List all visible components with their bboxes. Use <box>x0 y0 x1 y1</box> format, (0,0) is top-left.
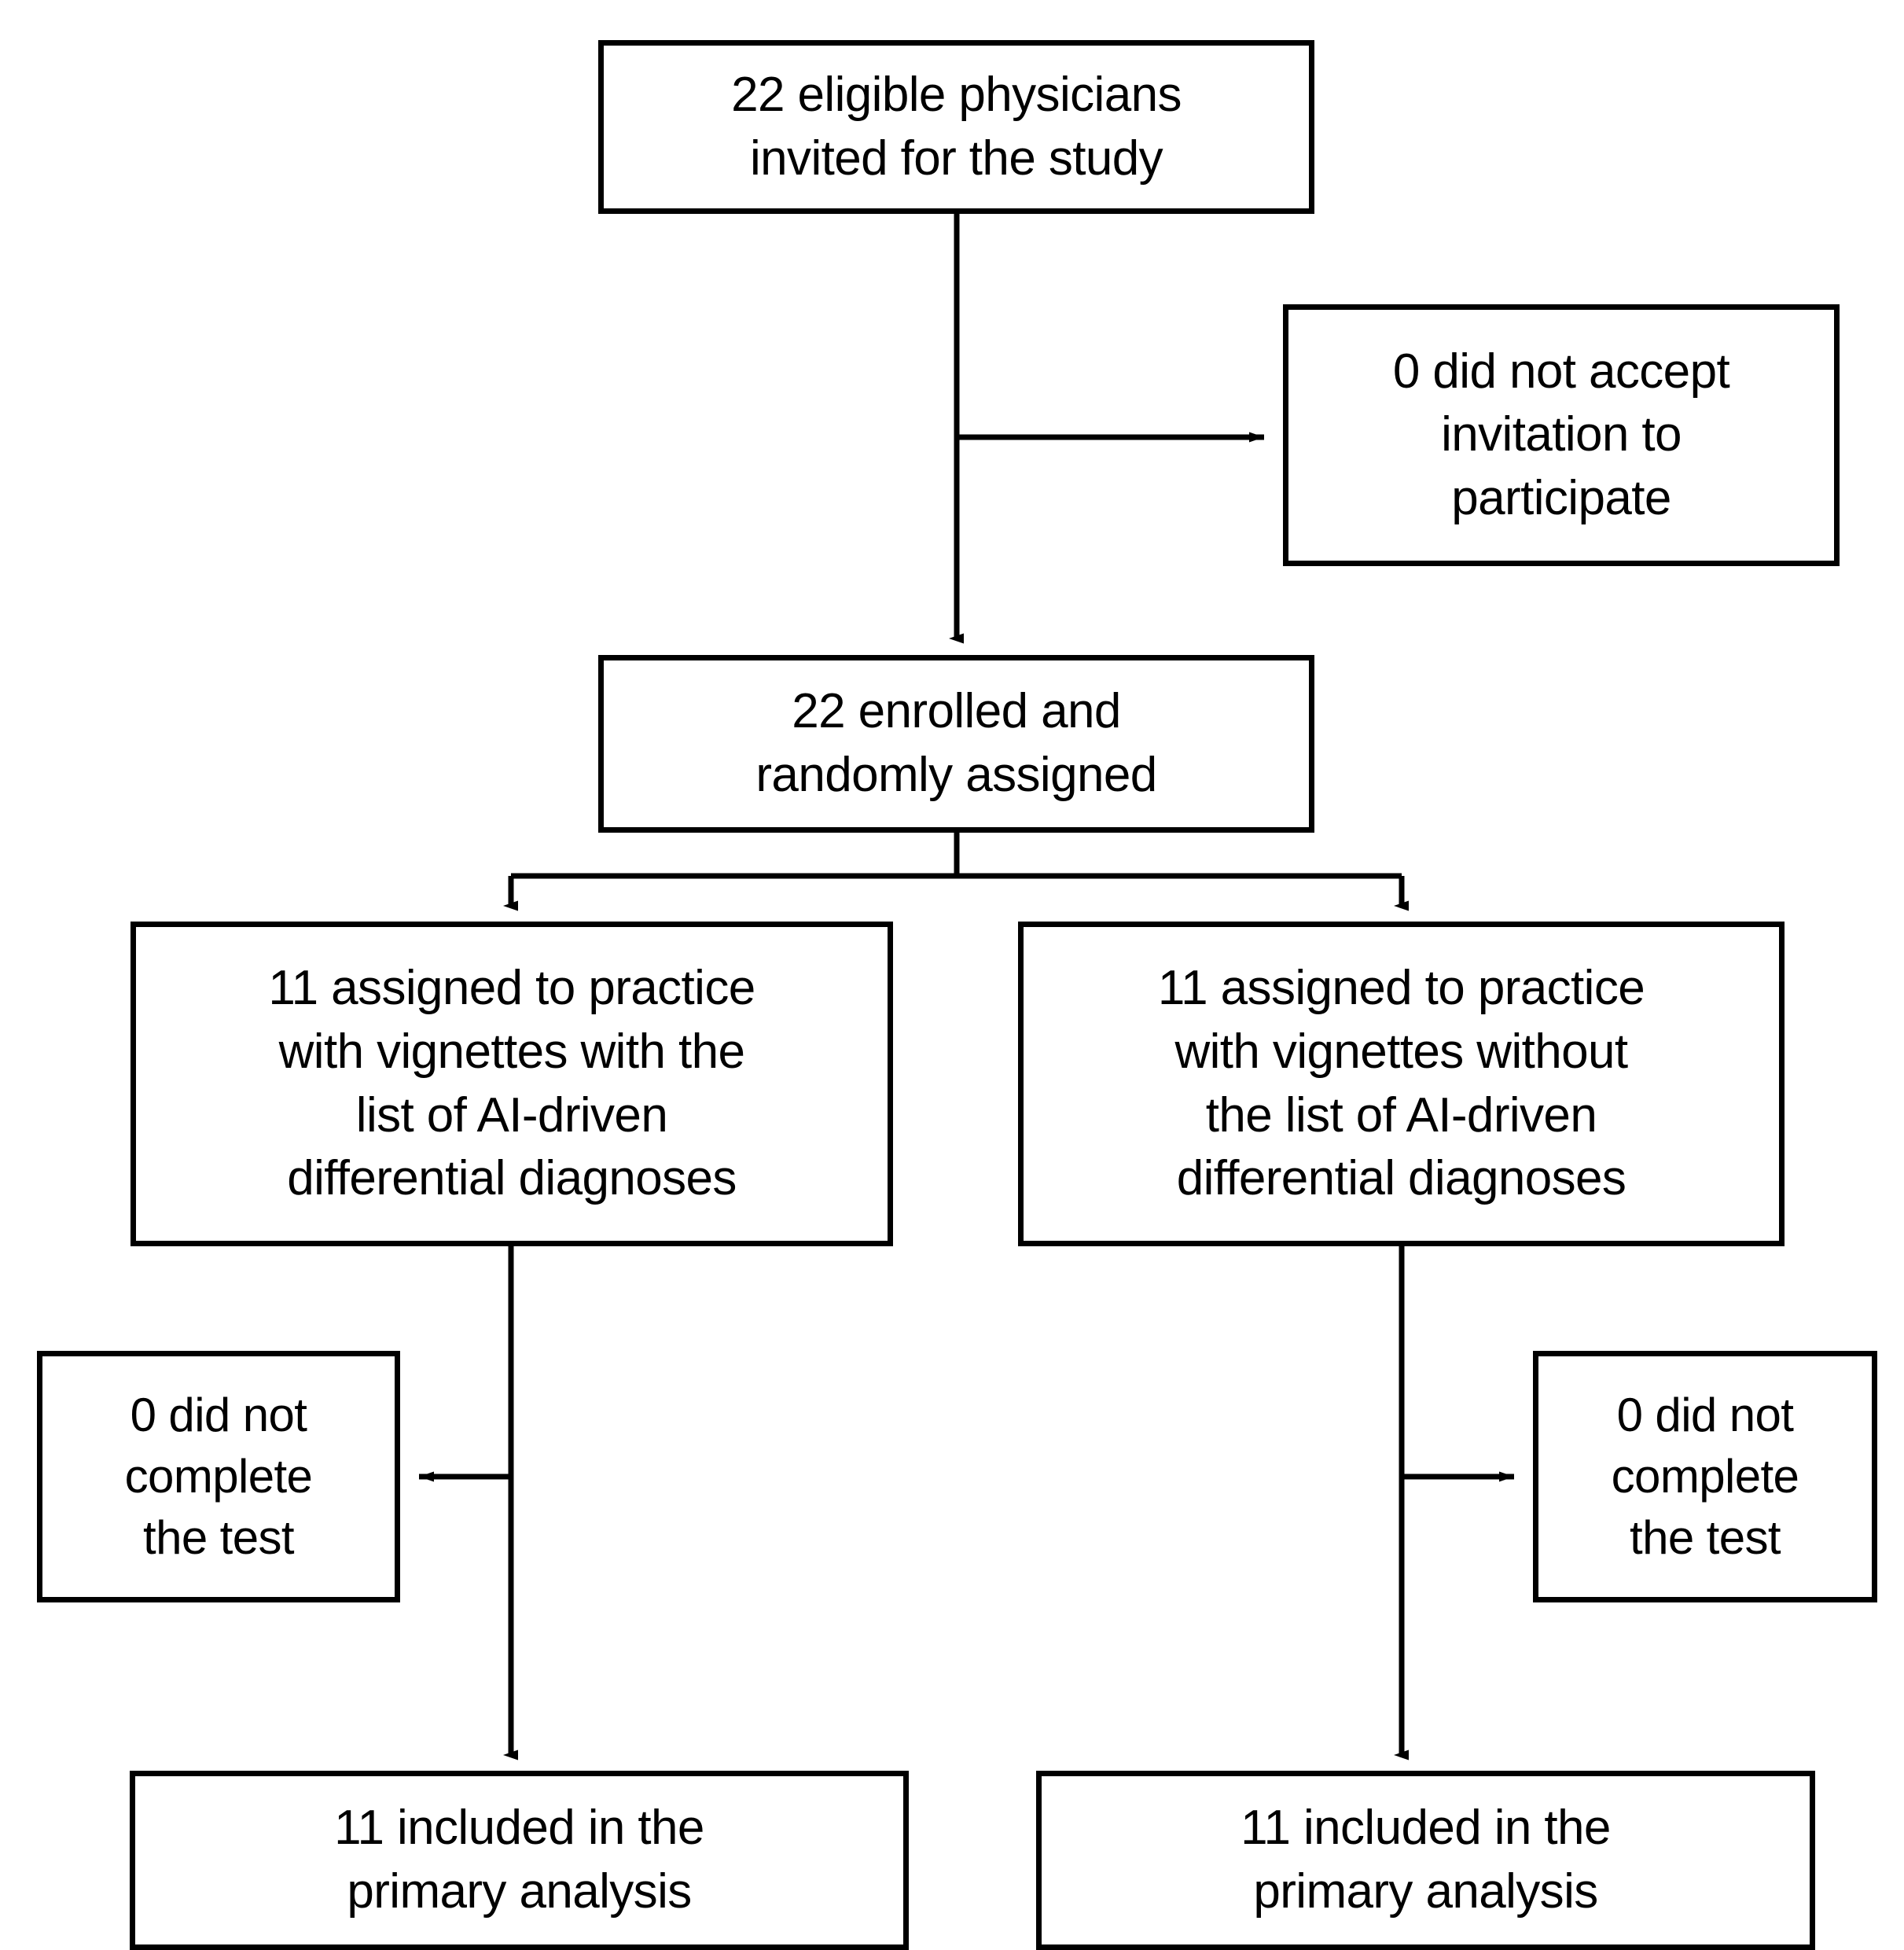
node-enrolled-randomized-label: 22 enrolled and randomly assigned <box>755 684 1157 802</box>
node-allocation-without-ai-list-label: 11 assigned to practice with vignettes w… <box>1157 961 1645 1206</box>
node-did-not-accept-invitation: 0 did not accept invitation to participa… <box>1283 304 1840 566</box>
node-included-primary-analysis-left: 11 included in the primary analysis <box>130 1771 909 1950</box>
node-allocation-with-ai-list: 11 assigned to practice with vignettes w… <box>130 922 893 1246</box>
node-included-primary-analysis-right: 11 included in the primary analysis <box>1036 1771 1815 1950</box>
node-allocation-without-ai-list: 11 assigned to practice with vignettes w… <box>1018 922 1785 1246</box>
node-allocation-with-ai-list-label: 11 assigned to practice with vignettes w… <box>268 961 755 1206</box>
node-did-not-accept-invitation-label: 0 did not accept invitation to participa… <box>1392 344 1730 525</box>
node-included-primary-analysis-left-label: 11 included in the primary analysis <box>334 1801 704 1919</box>
node-did-not-complete-test-right: 0 did not complete the test <box>1533 1351 1877 1602</box>
node-did-not-complete-test-left: 0 did not complete the test <box>37 1351 400 1602</box>
node-included-primary-analysis-right-label: 11 included in the primary analysis <box>1241 1801 1611 1919</box>
node-did-not-complete-test-left-label: 0 did not complete the test <box>124 1389 313 1564</box>
node-eligible-physicians: 22 eligible physicians invited for the s… <box>598 40 1314 214</box>
node-eligible-physicians-label: 22 eligible physicians invited for the s… <box>731 67 1182 186</box>
node-enrolled-randomized: 22 enrolled and randomly assigned <box>598 655 1314 833</box>
consort-flow-diagram: 22 eligible physicians invited for the s… <box>37 40 1877 1950</box>
flow-connectors <box>419 214 1514 1761</box>
node-did-not-complete-test-right-label: 0 did not complete the test <box>1611 1389 1799 1564</box>
